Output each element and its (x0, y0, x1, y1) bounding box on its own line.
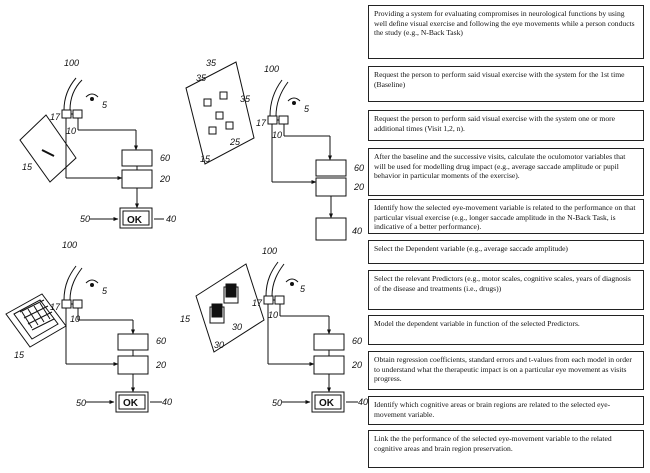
label-processor: 20 (353, 182, 364, 192)
label-processor: 20 (351, 360, 362, 370)
head-mount (62, 78, 82, 118)
output-box (316, 218, 346, 240)
label-eye: 5 (102, 286, 108, 296)
label-eye: 5 (102, 100, 108, 110)
label-display: 50 (80, 214, 90, 224)
label-system: 100 (262, 246, 277, 256)
label-output: 40 (352, 226, 362, 236)
label-memory: 60 (160, 153, 170, 163)
label-tablet: 15 (14, 350, 25, 360)
label-display: 50 (76, 398, 86, 408)
label-memory: 60 (354, 163, 364, 173)
memory-box (122, 150, 152, 166)
label-system: 100 (264, 64, 279, 74)
label-tablet: 15 (200, 154, 211, 164)
step-predictors: Select the relevant Predictors (e.g., mo… (368, 270, 644, 310)
memory-box (314, 334, 344, 350)
label-camera: 10 (272, 130, 282, 140)
step-identify-relation: Identify how the selected eye-movement v… (368, 199, 644, 234)
step-calculate-variables: After the baseline and the successive vi… (368, 148, 644, 196)
step-baseline: Request the person to perform said visua… (368, 66, 644, 102)
label-memory: 60 (352, 336, 362, 346)
label-camera: 10 (66, 126, 76, 136)
label-output: 40 (166, 214, 176, 224)
label-screen: 35 (206, 58, 217, 68)
system-bottom-left (6, 266, 162, 412)
label-output: 40 (358, 397, 368, 407)
label-processor: 20 (159, 174, 170, 184)
label-screen: 35 (196, 73, 207, 83)
label-eye: 5 (300, 284, 306, 294)
system-bottom-right (196, 262, 358, 412)
processor-box (316, 178, 346, 196)
processor-box (314, 356, 344, 374)
eye-icon (86, 280, 98, 287)
label-eye: 5 (304, 104, 310, 114)
screen-with-stimuli (196, 264, 264, 352)
head-mount (62, 266, 82, 308)
label-screen: 35 (240, 94, 251, 104)
step-dependent-variable: Select the Dependent variable (e.g., ave… (368, 240, 644, 264)
step-provide-system: Providing a system for evaluating compro… (368, 5, 644, 59)
memory-box (316, 160, 346, 176)
label-processor: 20 (155, 360, 166, 370)
label-output: 40 (162, 397, 172, 407)
label-system: 100 (62, 240, 77, 250)
system-top-left (20, 78, 164, 228)
label-camera: 10 (70, 314, 80, 324)
label-frame: 17 (50, 302, 61, 312)
processor-box (122, 170, 152, 188)
label-target: 25 (229, 137, 241, 147)
ok-text: OK (123, 398, 139, 409)
step-model: Model the dependent variable in function… (368, 315, 644, 345)
eye-icon (86, 94, 98, 101)
system-top-right (186, 62, 346, 240)
label-display: 50 (272, 398, 282, 408)
label-tablet: 15 (180, 314, 191, 324)
processor-box (118, 356, 148, 374)
memory-box (118, 334, 148, 350)
label-stimulus: 30 (232, 322, 242, 332)
head-mount (268, 80, 288, 124)
eye-icon (286, 279, 298, 286)
label-frame: 17 (252, 298, 263, 308)
label-stimulus: 30 (214, 340, 224, 350)
step-brain-regions: Identify which cognitive areas or brain … (368, 396, 644, 425)
ok-text: OK (127, 215, 143, 226)
step-additional-visits: Request the person to perform said visua… (368, 110, 644, 141)
label-system: 100 (64, 58, 79, 68)
label-memory: 60 (156, 336, 166, 346)
label-frame: 17 (256, 118, 267, 128)
eye-icon (288, 98, 300, 105)
label-tablet: 15 (22, 162, 33, 172)
label-frame: 17 (50, 112, 61, 122)
ok-text: OK (319, 398, 335, 409)
step-link-performance: Link the the performance of the selected… (368, 430, 644, 468)
step-regression: Obtain regression coefficients, standard… (368, 351, 644, 390)
flow-lines (66, 118, 136, 178)
label-camera: 10 (268, 310, 278, 320)
head-mount (264, 262, 284, 304)
